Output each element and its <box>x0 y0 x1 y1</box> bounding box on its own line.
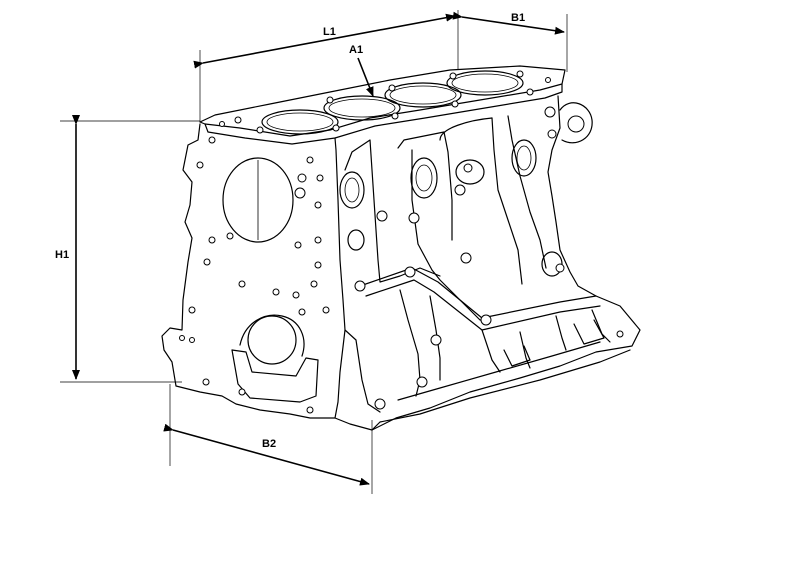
label-b1: B1 <box>511 12 525 24</box>
dimension-lines <box>60 10 568 494</box>
dimension-l1-line <box>193 13 456 69</box>
cylinder-bore-1 <box>261 109 339 135</box>
front-face-holes <box>179 136 330 414</box>
cylinder-bore-2 <box>323 95 401 121</box>
dimension-a1-leader <box>357 57 374 97</box>
dimension-b1-line <box>452 11 565 35</box>
label-a1: A1 <box>349 44 363 56</box>
cylinder-bore-4 <box>446 70 524 96</box>
label-l1: L1 <box>323 26 336 38</box>
deck-bolt-holes <box>219 70 551 134</box>
engine-block-drawing <box>161 65 641 431</box>
label-h1: H1 <box>55 249 69 261</box>
front-face-bore <box>222 157 294 243</box>
side-face-bosses <box>339 139 565 410</box>
cylinder-bore-3 <box>384 82 462 108</box>
label-b2: B2 <box>262 438 276 450</box>
dimension-b2-line <box>163 423 370 486</box>
